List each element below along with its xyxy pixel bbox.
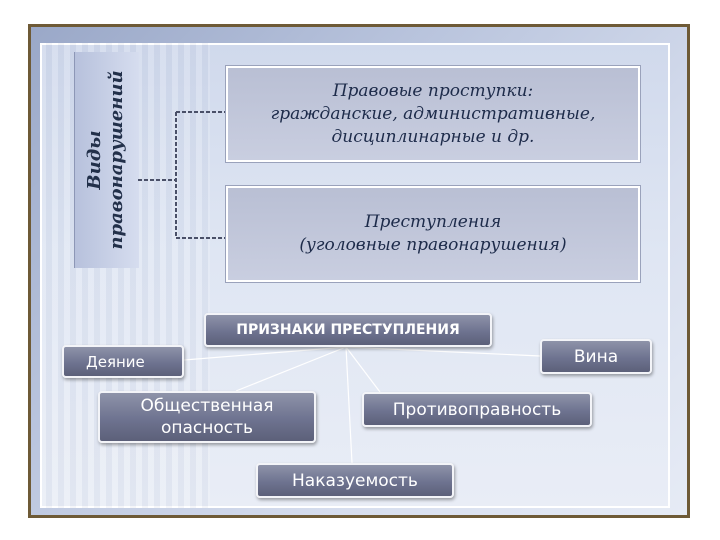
link-act (183, 346, 347, 361)
sign-unlawfulness: Противоправность (362, 392, 592, 427)
vertical-label-box (74, 52, 139, 268)
crimes-text: Преступления (уголовные правонарушения) (299, 212, 567, 255)
offenses-box: Правовые проступки: гражданские, админис… (225, 65, 641, 163)
link-unlawful (345, 346, 381, 393)
sign-act: Деяние (62, 345, 184, 378)
link-danger (235, 346, 347, 392)
signs-title: ПРИЗНАКИ ПРЕСТУПЛЕНИЯ (204, 313, 492, 347)
link-punishable (345, 346, 353, 464)
link-guilt (345, 346, 541, 357)
sign-guilt: Вина (540, 339, 652, 374)
sign-social-danger: Общественная опасность (98, 391, 316, 443)
offenses-text: Правовые проступки: гражданские, админис… (270, 80, 596, 147)
crimes-box: Преступления (уголовные правонарушения) (225, 185, 641, 283)
sign-punishability: Наказуемость (256, 463, 454, 498)
